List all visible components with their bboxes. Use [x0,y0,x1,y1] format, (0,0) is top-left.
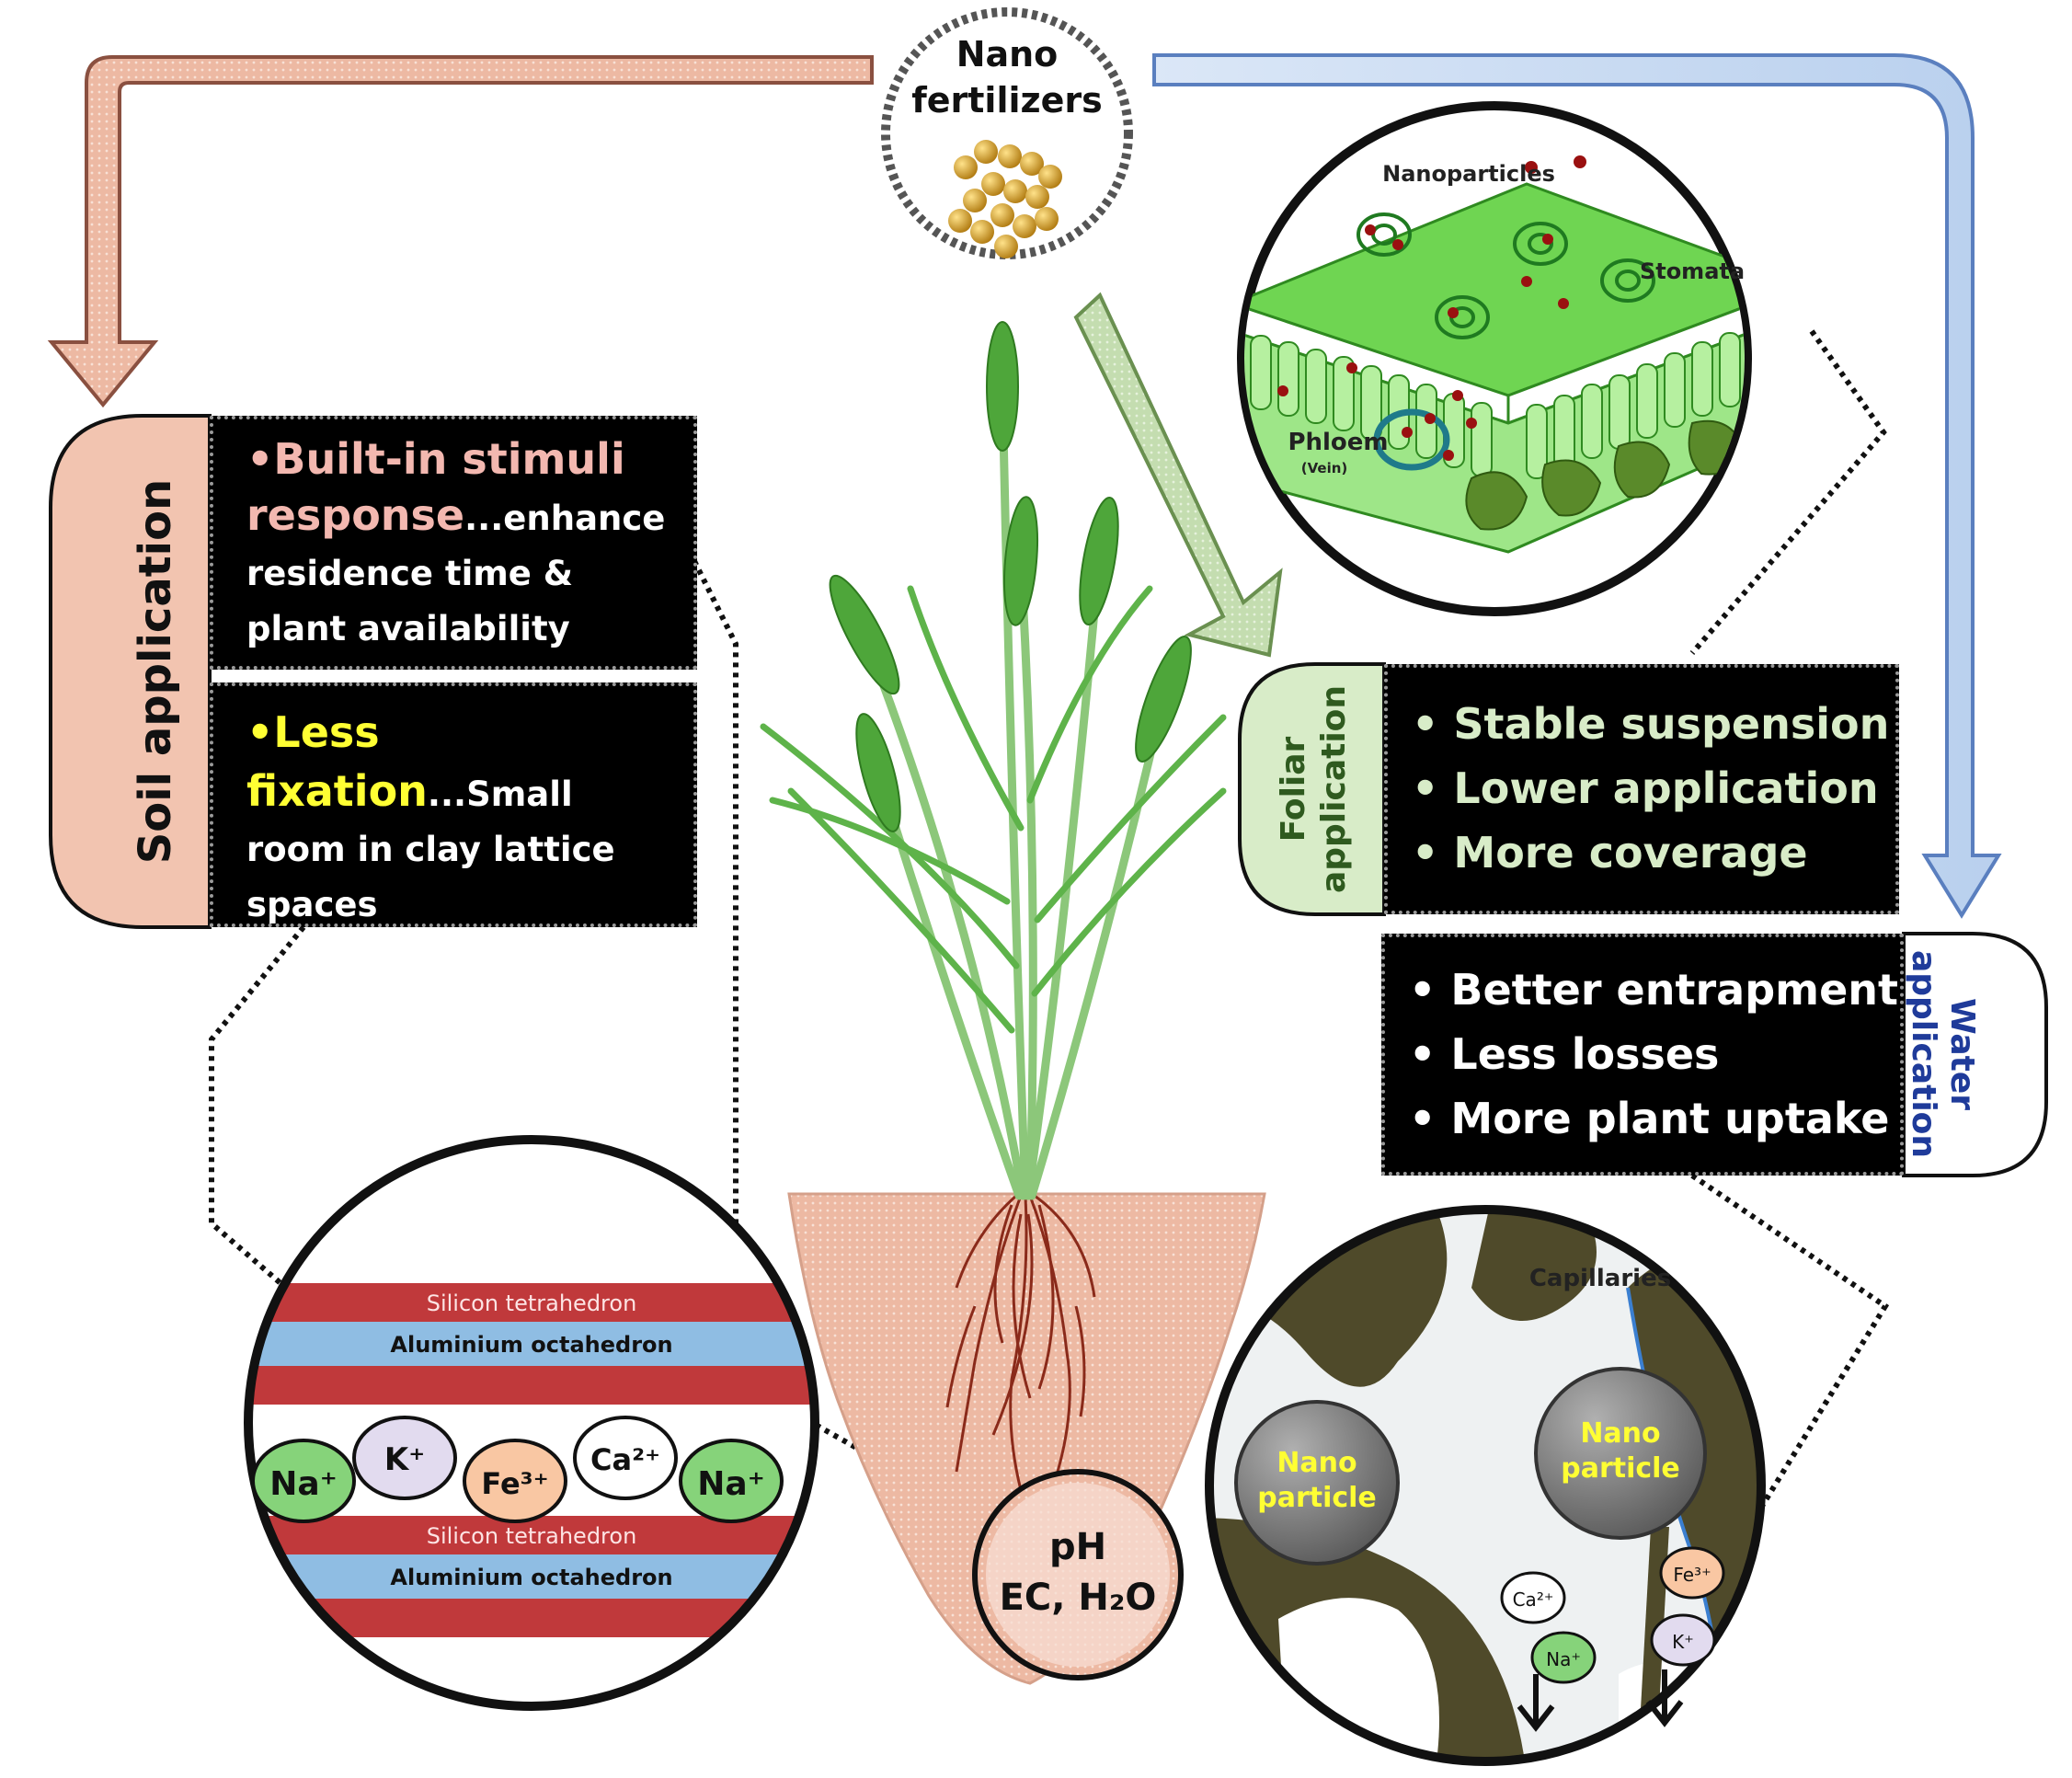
leaf-stomata-label: Stomata [1640,258,1745,284]
soil-box1-body: response...enhance residence time & plan… [246,488,665,657]
foliar-label-line1: Foliar [1275,736,1312,842]
foliar-benefit-box: Stable suspension Lower application More… [1384,664,1899,914]
cap-ion-3: Fe³⁺ [1673,1564,1711,1586]
cap-ion-2: Na⁺ [1546,1648,1581,1670]
alu-bottom-label: Aluminium octahedron [390,1565,672,1590]
roots-icon [945,1194,1096,1491]
foliar-item: More coverage [1412,820,1872,885]
clay-ion-3: Fe³⁺ [481,1466,548,1501]
cap-ion-1: Ca²⁺ [1513,1589,1554,1611]
foliar-label-line2: application [1315,685,1353,893]
foliar-arrow [1073,292,1283,658]
water-label-line2: application [1905,950,1942,1158]
silicon-top-label: Silicon tetrahedron [427,1290,637,1316]
soil-box2-highlight: •Less fixation [246,707,428,816]
water-item: Better entrapment [1409,958,1898,1022]
nano-particle-left: Nano particle [1234,1400,1400,1566]
soil-pot [787,1192,1266,1685]
capillary-ions: Ca²⁺ Na⁺ Fe³⁺ K⁺ [1500,1546,1725,1684]
capillaries-label: Capillaries [1529,1265,1671,1292]
particle-left-line1: Nano [1276,1447,1357,1479]
clay-lattice-circle: Silicon tetrahedron Aluminium octahedron… [244,1135,819,1711]
soil-box2-body: •Less fixation...Small room in clay latt… [246,705,660,933]
soil-props-line2: EC, H₂O [1000,1577,1157,1619]
capillaries-circle: Capillaries Nano particle Nano particle … [1205,1205,1766,1766]
particle-right-line1: Nano [1580,1417,1660,1450]
soil-box1-highlight-1: •Built-in stimuli [246,434,625,484]
soil-arrow [47,55,874,408]
soil-application-label: Soil application [130,479,181,865]
down-arrow-icon [1517,1669,1684,1732]
leaf-phloem-label: Phloem [1288,429,1388,456]
foliar-benefit-list: Stable suspension Lower application More… [1412,692,1889,885]
nano-label-line1: Nano [956,34,1059,75]
particle-left-line2: particle [1257,1482,1377,1514]
water-application-tab: Water application [1902,932,2048,1177]
clay-ion-5: Na⁺ [697,1465,764,1503]
nano-fertilizers-circle: Nano fertilizers [881,7,1133,259]
nano-particles-icon [948,140,1062,258]
wheat-plant-icon [760,321,1227,1200]
silicon-bottom-label: Silicon tetrahedron [427,1523,637,1549]
soil-application-tab: Soil application [49,414,212,929]
leaf-nanoparticles-label: Nanoparticles [1382,161,1555,187]
clay-ions: Na⁺ K⁺ Fe³⁺ Ca²⁺ Na⁺ [251,1416,784,1523]
soil-box1-text: ...enhance residence time & plant availa… [246,499,666,648]
leaf-cross-section: Nanoparticles Stomata Phloem (Vein) [1237,101,1752,616]
clay-ion-2: K⁺ [384,1441,425,1478]
nano-label-line2: fertilizers [911,80,1103,120]
soil-props-line1: pH [1049,1526,1106,1568]
soil-benefit-box-1: •Built-in stimuli response...enhance res… [210,416,697,670]
soil-properties-circle: pH EC, H₂O [972,1469,1184,1680]
water-arrow [1152,53,2002,919]
soil-box1-highlight-2: response [246,490,465,540]
clay-ion-4: Ca²⁺ [590,1442,660,1477]
water-item: More plant uptake [1409,1086,1889,1151]
water-item: Less losses [1409,1022,1876,1086]
water-label-line1: Water [1943,998,1981,1110]
foliar-item: Stable suspension [1412,692,1889,756]
water-benefit-list: Better entrapment Less losses More plant… [1409,958,1898,1151]
foliar-item: Lower application [1412,756,1878,820]
nano-particle-right: Nano particle [1534,1367,1707,1540]
water-benefit-box: Better entrapment Less losses More plant… [1381,934,1904,1176]
foliar-application-tab: Foliar application [1238,662,1386,916]
soil-box2-text: ...Small room in clay lattice spaces [246,774,615,924]
alu-top-label: Aluminium octahedron [390,1332,672,1358]
clay-ion-1: Na⁺ [269,1465,337,1503]
particle-right-line2: particle [1561,1452,1680,1485]
leaf-vein-label: (Vein) [1301,460,1348,476]
cap-ion-4: K⁺ [1672,1631,1694,1653]
soil-benefit-box-2: •Less fixation...Small room in clay latt… [210,683,697,927]
